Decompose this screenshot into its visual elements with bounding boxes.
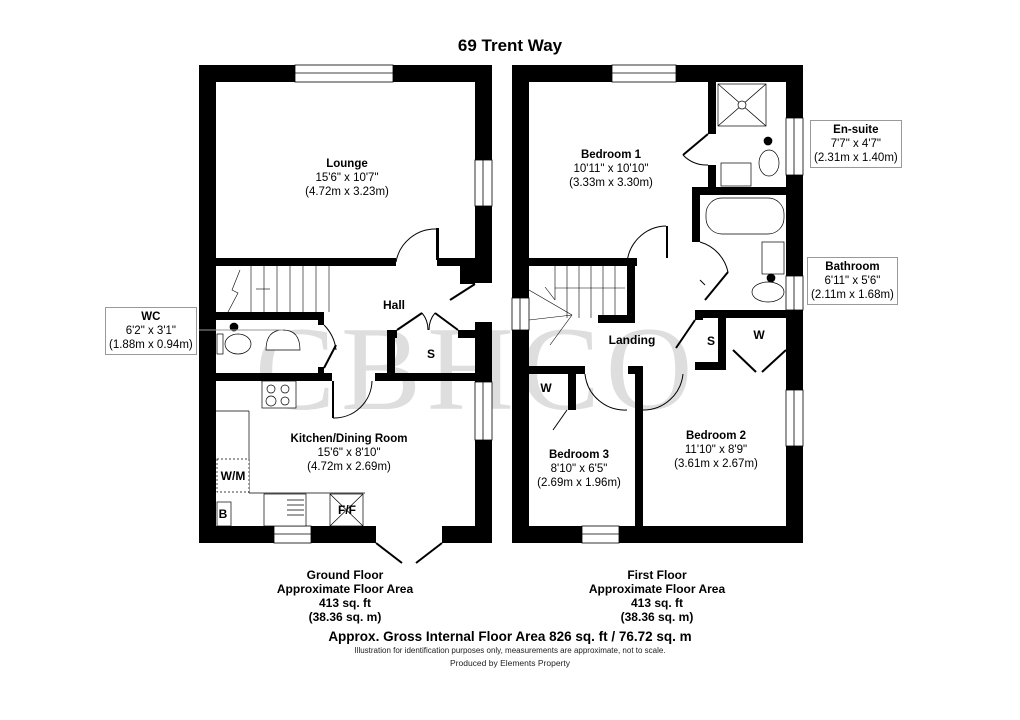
- first-stairs: [528, 266, 625, 346]
- room-bedroom-2: Bedroom 2 11'10" x 8'9" (3.61m x 2.67m): [674, 429, 758, 471]
- floor-sqft: 413 sq. ft: [318, 596, 372, 610]
- room-imperial: 15'6" x 8'10": [317, 447, 381, 459]
- room-bedroom-3: Bedroom 3 8'10" x 6'5" (2.69m x 1.96m): [537, 448, 621, 490]
- floor-label: First Floor: [627, 568, 687, 582]
- bathroom-callout: Bathroom 6'11" x 5'6" (2.11m x 1.68m): [807, 257, 898, 305]
- room-metric: (2.31m x 1.40m): [814, 152, 898, 164]
- ground-floor-walls: [199, 65, 492, 543]
- room-bedroom-1: Bedroom 1 10'11" x 10'10" (3.33m x 3.30m…: [569, 148, 653, 190]
- store-label: S: [706, 334, 716, 348]
- ensuite-callout: En-suite 7'7" x 4'7" (2.31m x 1.40m): [810, 120, 902, 168]
- disclaimer: Illustration for identification purposes…: [354, 646, 666, 655]
- floor-sub: Approximate Floor Area: [588, 582, 726, 596]
- bathroom-fittings: [705, 83, 785, 303]
- room-landing: Landing: [608, 333, 656, 347]
- first-doors: [552, 133, 787, 431]
- room-metric: (1.88m x 0.94m): [109, 339, 193, 351]
- room-imperial: 15'6" x 10'7": [315, 172, 379, 184]
- room-imperial: 6'11" x 5'6": [824, 275, 881, 287]
- room-name: Bedroom 1: [580, 149, 642, 161]
- room-name: Bedroom 2: [685, 430, 747, 442]
- wc-callout: WC 6'2" x 3'1" (1.88m x 0.94m): [105, 307, 197, 355]
- room-imperial: 7'7" x 4'7": [830, 138, 881, 150]
- room-imperial: 10'11" x 10'10": [573, 163, 649, 175]
- floor-sqm: (38.36 sq. m): [308, 610, 382, 624]
- page-title: 69 Trent Way: [457, 36, 563, 55]
- first-floor-walls: [512, 65, 803, 543]
- fridge-freezer-label: F/F: [338, 503, 356, 517]
- first-windows: [511, 64, 804, 544]
- ground-windows: [273, 64, 493, 544]
- room-metric: (2.11m x 1.68m): [811, 289, 894, 301]
- store-label: S: [426, 347, 436, 361]
- room-name: En-suite: [833, 124, 879, 136]
- room-imperial: 8'10" x 6'5": [550, 463, 608, 475]
- room-metric: (4.72m x 2.69m): [307, 461, 391, 473]
- room-imperial: 11'10" x 8'9": [684, 444, 748, 456]
- floor-sqm: (38.36 sq. m): [620, 610, 694, 624]
- room-name: Bedroom 3: [548, 449, 610, 461]
- wardrobe-label: W: [753, 328, 765, 342]
- ground-doors: [323, 228, 476, 564]
- room-metric: (4.72m x 3.23m): [305, 186, 389, 198]
- floor-sqft: 413 sq. ft: [630, 596, 684, 610]
- room-name: Lounge: [326, 158, 368, 170]
- floor-sub: Approximate Floor Area: [276, 582, 414, 596]
- room-kitchen-dining: Kitchen/Dining Room 15'6" x 8'10" (4.72m…: [291, 432, 408, 474]
- room-hall: Hall: [382, 298, 406, 312]
- boiler-label: B: [218, 507, 228, 521]
- room-name: Kitchen/Dining Room: [290, 433, 408, 445]
- wardrobe-label: W: [540, 381, 552, 395]
- room-name: WC: [141, 311, 161, 323]
- watermark-logo: CBHCO: [255, 300, 698, 438]
- room-metric: (2.69m x 1.96m): [537, 477, 621, 489]
- room-imperial: 6'2" x 3'1": [125, 325, 176, 337]
- room-metric: (3.61m x 2.67m): [674, 458, 758, 470]
- ground-floor-area: Ground Floor Approximate Floor Area 413 …: [277, 568, 413, 624]
- ground-stairs: [227, 266, 330, 313]
- produced-by: Produced by Elements Property: [449, 658, 570, 668]
- room-lounge: Lounge 15'6" x 10'7" (4.72m x 3.23m): [305, 157, 389, 199]
- room-name: Bathroom: [825, 261, 880, 273]
- kitchen-fittings: [216, 322, 365, 527]
- room-metric: (3.33m x 3.30m): [569, 177, 653, 189]
- floor-label: Ground Floor: [306, 568, 384, 582]
- gross-floor-area: Approx. Gross Internal Floor Area 826 sq…: [328, 629, 692, 644]
- first-floor-area: First Floor Approximate Floor Area 413 s…: [589, 568, 725, 624]
- washing-machine-label: W/M: [220, 469, 246, 483]
